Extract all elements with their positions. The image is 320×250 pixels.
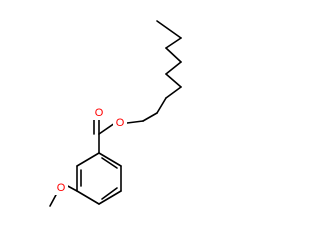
bond-chain-7 (156, 97, 167, 114)
bond-chain-2 (165, 37, 182, 49)
bond-chain-6 (165, 86, 182, 99)
bond-ring-6 (76, 152, 100, 167)
atom-labels: O O O (54, 106, 127, 195)
bond-ring-inner-2 (101, 187, 118, 200)
bond-chain-4 (165, 61, 182, 75)
carbonyl-oxygen-bg (92, 106, 106, 120)
ester-group (93, 116, 116, 154)
methoxy-oxygen-bg (54, 181, 68, 195)
methoxy-oxygen-label: O (57, 182, 66, 194)
ester-oxygen-label: O (116, 117, 125, 129)
bond-ring-1 (98, 152, 122, 167)
molecule-structure: O O O (49, 20, 182, 207)
benzene-ring (76, 152, 122, 205)
bond-ring-4 (76, 190, 100, 205)
bond-ring-inner-1 (101, 157, 118, 169)
bond-ring-3 (98, 190, 122, 205)
bond-chain-9 (126, 120, 144, 124)
ester-oxygen-bg (113, 116, 127, 130)
bond-oxygen-methyl (49, 192, 58, 207)
bond-o-c-ester (98, 122, 116, 135)
bond-chain-5 (165, 73, 182, 88)
bond-chain-3 (165, 47, 182, 63)
carbonyl-oxygen-label: O (95, 107, 104, 119)
bond-chain-1 (156, 20, 182, 39)
nonyl-chain (126, 20, 182, 124)
bond-chain-8 (142, 112, 158, 122)
